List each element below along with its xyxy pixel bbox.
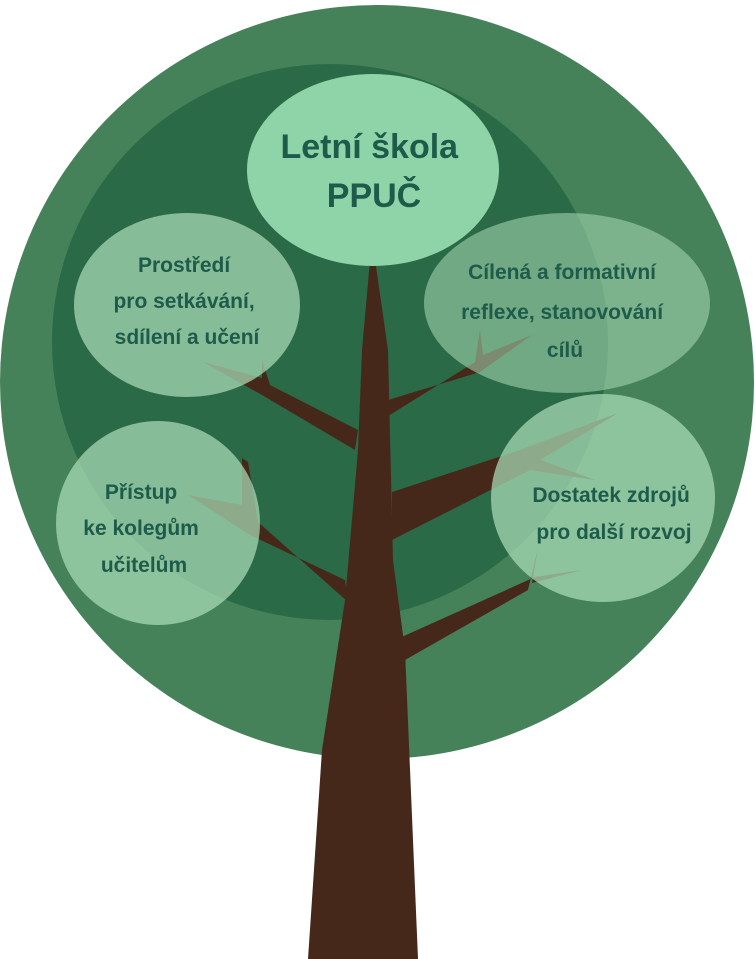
label-bottom-left-line-1: Přístup [105,481,177,504]
label-top-right-line-3: cílů [547,339,583,362]
bubble-top-right [424,213,710,393]
label-bottom-left: Přístup ke kolegům učitelům [83,481,204,577]
bubble-center [247,74,499,266]
bubble-bottom-left [56,421,260,625]
label-top-left: Prostředí pro setkávání, sdílení a učení [113,254,260,349]
label-top-right-line-2: reflexe, stanovování [461,301,664,324]
label-top-right-line-1: Cílená a formativní [468,261,657,284]
label-bottom-left-line-3: učitelům [101,554,187,577]
branch-lower-left [188,458,348,602]
label-bottom-right-line-1: Dostatek zdrojů [532,484,690,507]
label-bottom-right: Dostatek zdrojů pro další rozvoj [532,484,695,544]
label-bottom-left-line-2: ke kolegům [83,517,199,540]
bubble-bottom-right [491,394,715,602]
label-bottom-right-line-2: pro další rozvoj [536,521,691,544]
label-center: Letní škola PPUČ [280,128,467,215]
label-top-left-line-3: sdílení a učení [115,326,261,349]
label-center-line-1: Letní škola [280,128,459,166]
label-top-right: Cílená a formativní reflexe, stanovování… [461,261,669,362]
trunk-main [308,238,418,959]
bubble-top-left [74,213,300,397]
label-top-left-line-1: Prostředí [138,254,231,277]
label-center-line-2: PPUČ [327,176,421,215]
label-top-left-line-2: pro setkávání, [113,290,254,313]
